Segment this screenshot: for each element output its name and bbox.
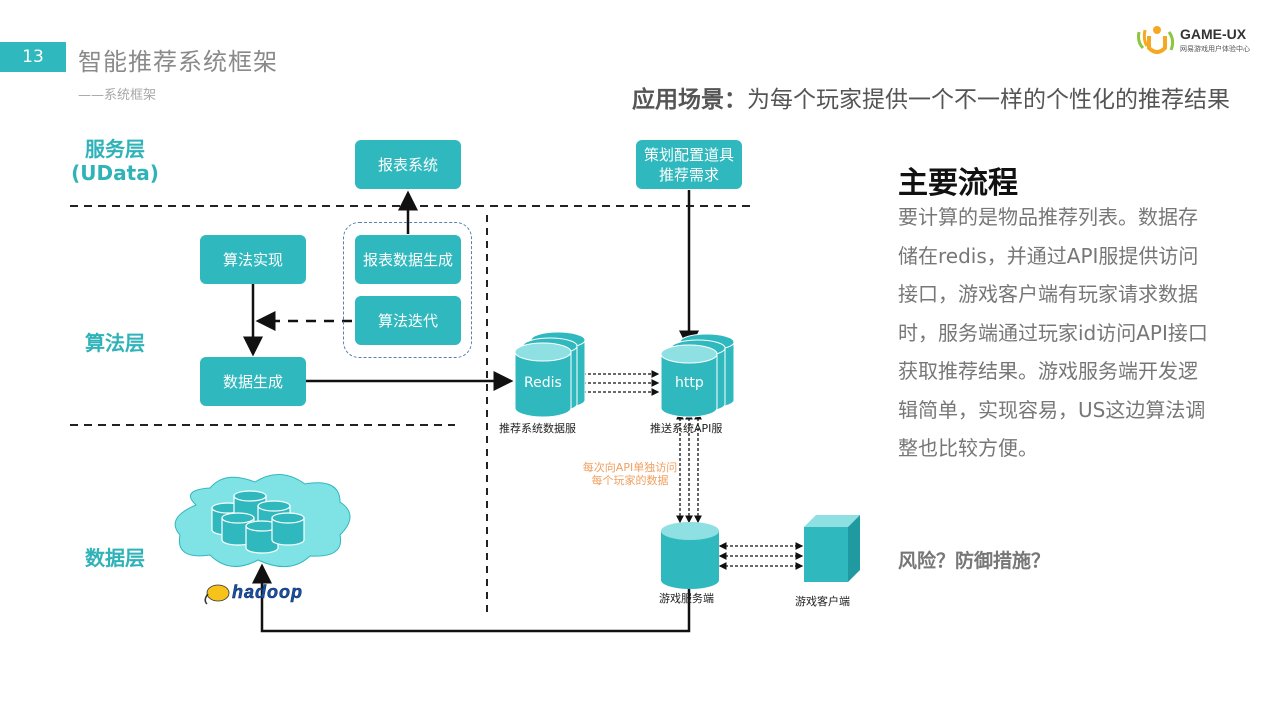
risk-question: 风险？防御措施？ — [898, 550, 1051, 572]
game-server-to-hadoop-arrow — [252, 563, 691, 633]
algorithm-impl-box: 算法实现 — [200, 235, 306, 284]
report-iteration-group — [343, 222, 472, 358]
hadoop-elephant-icon — [204, 584, 230, 605]
http-cylinder-stack — [660, 333, 735, 418]
slide-title: 智能推荐系统框架 — [78, 48, 278, 76]
report-system-box: 报表系统 — [355, 140, 461, 189]
main-flow-heading: 主要流程 — [898, 166, 1018, 201]
redis-label: Redis — [524, 375, 562, 391]
redis-cylinder-stack — [514, 331, 586, 418]
game-server-caption: 游戏服务端 — [659, 592, 714, 605]
scenario-text: 为每个玩家提供一个不一样的个性化的推荐结果 — [747, 87, 1230, 113]
hadoop-cloud — [174, 474, 351, 567]
algorithm-iteration-box: 算法迭代 — [355, 296, 461, 345]
scenario-line: 应用场景：为每个玩家提供一个不一样的个性化的推荐结果 — [632, 80, 1230, 114]
api-access-note: 每次向API单独访问每个玩家的数据 — [582, 461, 678, 487]
service-layer-label: 服务层(UData) — [71, 137, 159, 185]
redis-http-sync-arrows — [571, 370, 660, 396]
planning-config-box: 策划配置道具推荐需求 — [636, 140, 742, 189]
slide-subtitle: ——系统框架 — [78, 88, 157, 103]
server-client-arrows — [718, 542, 804, 570]
http-caption: 推送系统API服 — [650, 422, 723, 435]
http-label: http — [675, 375, 704, 391]
data-gen-box: 数据生成 — [200, 357, 306, 406]
scenario-label: 应用场景： — [632, 87, 747, 113]
algorithm-layer-label: 算法层 — [85, 331, 145, 355]
main-flow-body: 要计算的是物品推荐列表。数据存储在redis，并通过API服提供访问接口，游戏客… — [898, 205, 1208, 460]
data-layer-label: 数据层 — [85, 546, 145, 570]
logo-mark-icon — [1137, 26, 1175, 54]
game-ux-logo: GAME-UX 网易游戏用户体验中心 — [1135, 22, 1260, 58]
report-data-gen-box: 报表数据生成 — [355, 235, 461, 284]
logo-brand: GAME-UX — [1180, 26, 1247, 42]
api-game-server-arrows — [676, 411, 702, 524]
hadoop-logo-text: hadoop — [232, 582, 303, 603]
game-client-cube — [804, 515, 860, 582]
game-server-cylinder — [661, 522, 719, 589]
redis-caption: 推荐系统数据服 — [499, 422, 576, 435]
logo-tagline: 网易游戏用户体验中心 — [1180, 45, 1250, 53]
game-client-caption: 游戏客户端 — [795, 595, 850, 608]
page-number-badge: 13 — [0, 42, 66, 72]
